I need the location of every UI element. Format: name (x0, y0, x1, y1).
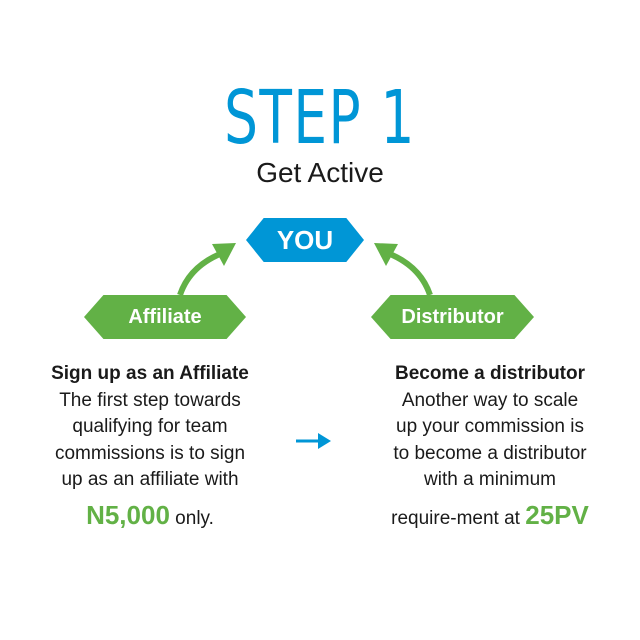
affiliate-line: up as an affiliate with (61, 469, 239, 490)
blue-right-arrow-icon (318, 433, 331, 449)
distributor-node: Distributor (371, 295, 534, 339)
distributor-requirement: 25PV (525, 499, 589, 530)
distributor-line: to become a distributor (393, 442, 587, 464)
left-curved-arrow-icon (177, 249, 227, 297)
affiliate-node: Affiliate (84, 295, 246, 339)
you-node: YOU (246, 218, 364, 262)
affiliate-suffix: only. (169, 507, 214, 529)
affiliate-heading: Sign up as an Affiliate (51, 363, 249, 384)
distributor-line: Another way to scale (401, 389, 579, 411)
affiliate-line: The first step towards (59, 389, 241, 411)
distributor-description: Become a distributor Another way to scal… (345, 361, 635, 532)
distributor-line: with a minimum (424, 469, 556, 490)
affiliate-line: qualifying for team (72, 416, 228, 437)
distributor-heading: Become a distributor (394, 363, 586, 384)
affiliate-price: N5,000 (86, 499, 170, 530)
distributor-prefix: require-ment at (391, 507, 526, 529)
distributor-line: up your commission is (396, 416, 584, 437)
right-arrowhead-icon (374, 243, 398, 266)
left-arrowhead-icon (212, 243, 236, 266)
step-title: STEP 1 (224, 75, 416, 161)
affiliate-description: Sign up as an Affiliate The first step t… (5, 361, 295, 532)
affiliate-line: commissions is to sign (54, 442, 246, 464)
step-subtitle: Get Active (256, 157, 384, 188)
right-curved-arrow-icon (383, 249, 433, 297)
